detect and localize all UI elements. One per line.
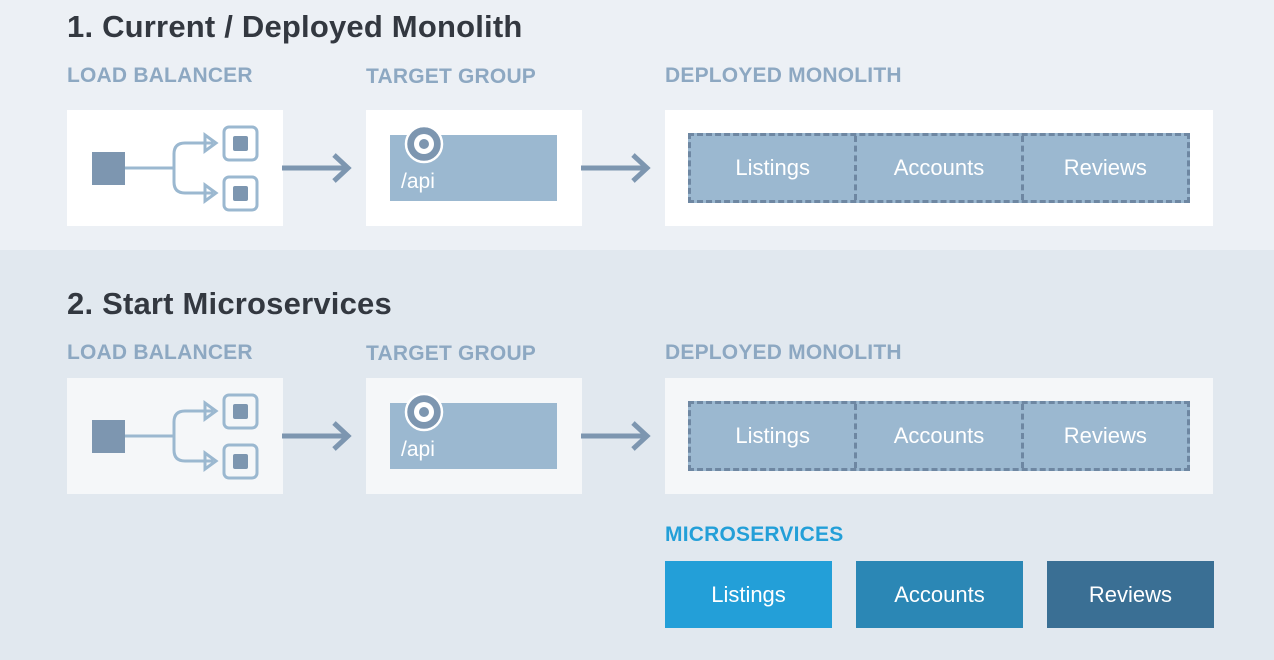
target-group-card: /api (366, 110, 582, 226)
load-balancer-card (67, 378, 283, 494)
arrow-right-icon (282, 153, 352, 183)
monolith-module-listings: Listings (735, 155, 810, 180)
target-group-label: TARGET GROUP (366, 65, 537, 88)
monolith-module-reviews: Reviews (1020, 404, 1187, 468)
load-balancer-label: LOAD BALANCER (67, 64, 253, 87)
monolith-card: Listings Accounts Reviews (665, 110, 1213, 226)
monolith-label: DEPLOYED MONOLITH (665, 341, 902, 364)
monolith-module-accounts: Accounts (854, 404, 1020, 468)
microservices-label: MICROSERVICES (665, 523, 844, 546)
arrow-right-icon (581, 421, 651, 451)
section-title: 1. Current / Deployed Monolith (67, 9, 523, 44)
target-group-card: /api (366, 378, 582, 494)
monolith-module-reviews: Reviews (1020, 136, 1187, 200)
arrow-right-icon (581, 153, 651, 183)
monolith-box: Listings Accounts Reviews (688, 133, 1190, 203)
arrow-right-icon (282, 421, 352, 451)
section-current-monolith: 1. Current / Deployed Monolith LOAD BALA… (0, 0, 1274, 250)
load-balancer-icon (92, 393, 259, 480)
microservice-accounts: Accounts (856, 561, 1023, 628)
target-path: /api (401, 170, 435, 193)
microservice-listings: Listings (665, 561, 832, 628)
section-title: 2. Start Microservices (67, 286, 392, 321)
load-balancer-label: LOAD BALANCER (67, 341, 253, 364)
monolith-label: DEPLOYED MONOLITH (665, 64, 902, 87)
microservice-reviews: Reviews (1047, 561, 1214, 628)
target-icon (404, 124, 444, 164)
target-group-label: TARGET GROUP (366, 342, 537, 365)
target-path: /api (401, 438, 435, 461)
load-balancer-icon (92, 125, 259, 212)
section-start-microservices: 2. Start Microservices LOAD BALANCER TAR… (0, 250, 1274, 660)
load-balancer-card (67, 110, 283, 226)
monolith-module-listings: Listings (735, 423, 810, 448)
monolith-module-accounts: Accounts (854, 136, 1020, 200)
monolith-card: Listings Accounts Reviews (665, 378, 1213, 494)
target-icon (404, 392, 444, 432)
monolith-box: Listings Accounts Reviews (688, 401, 1190, 471)
